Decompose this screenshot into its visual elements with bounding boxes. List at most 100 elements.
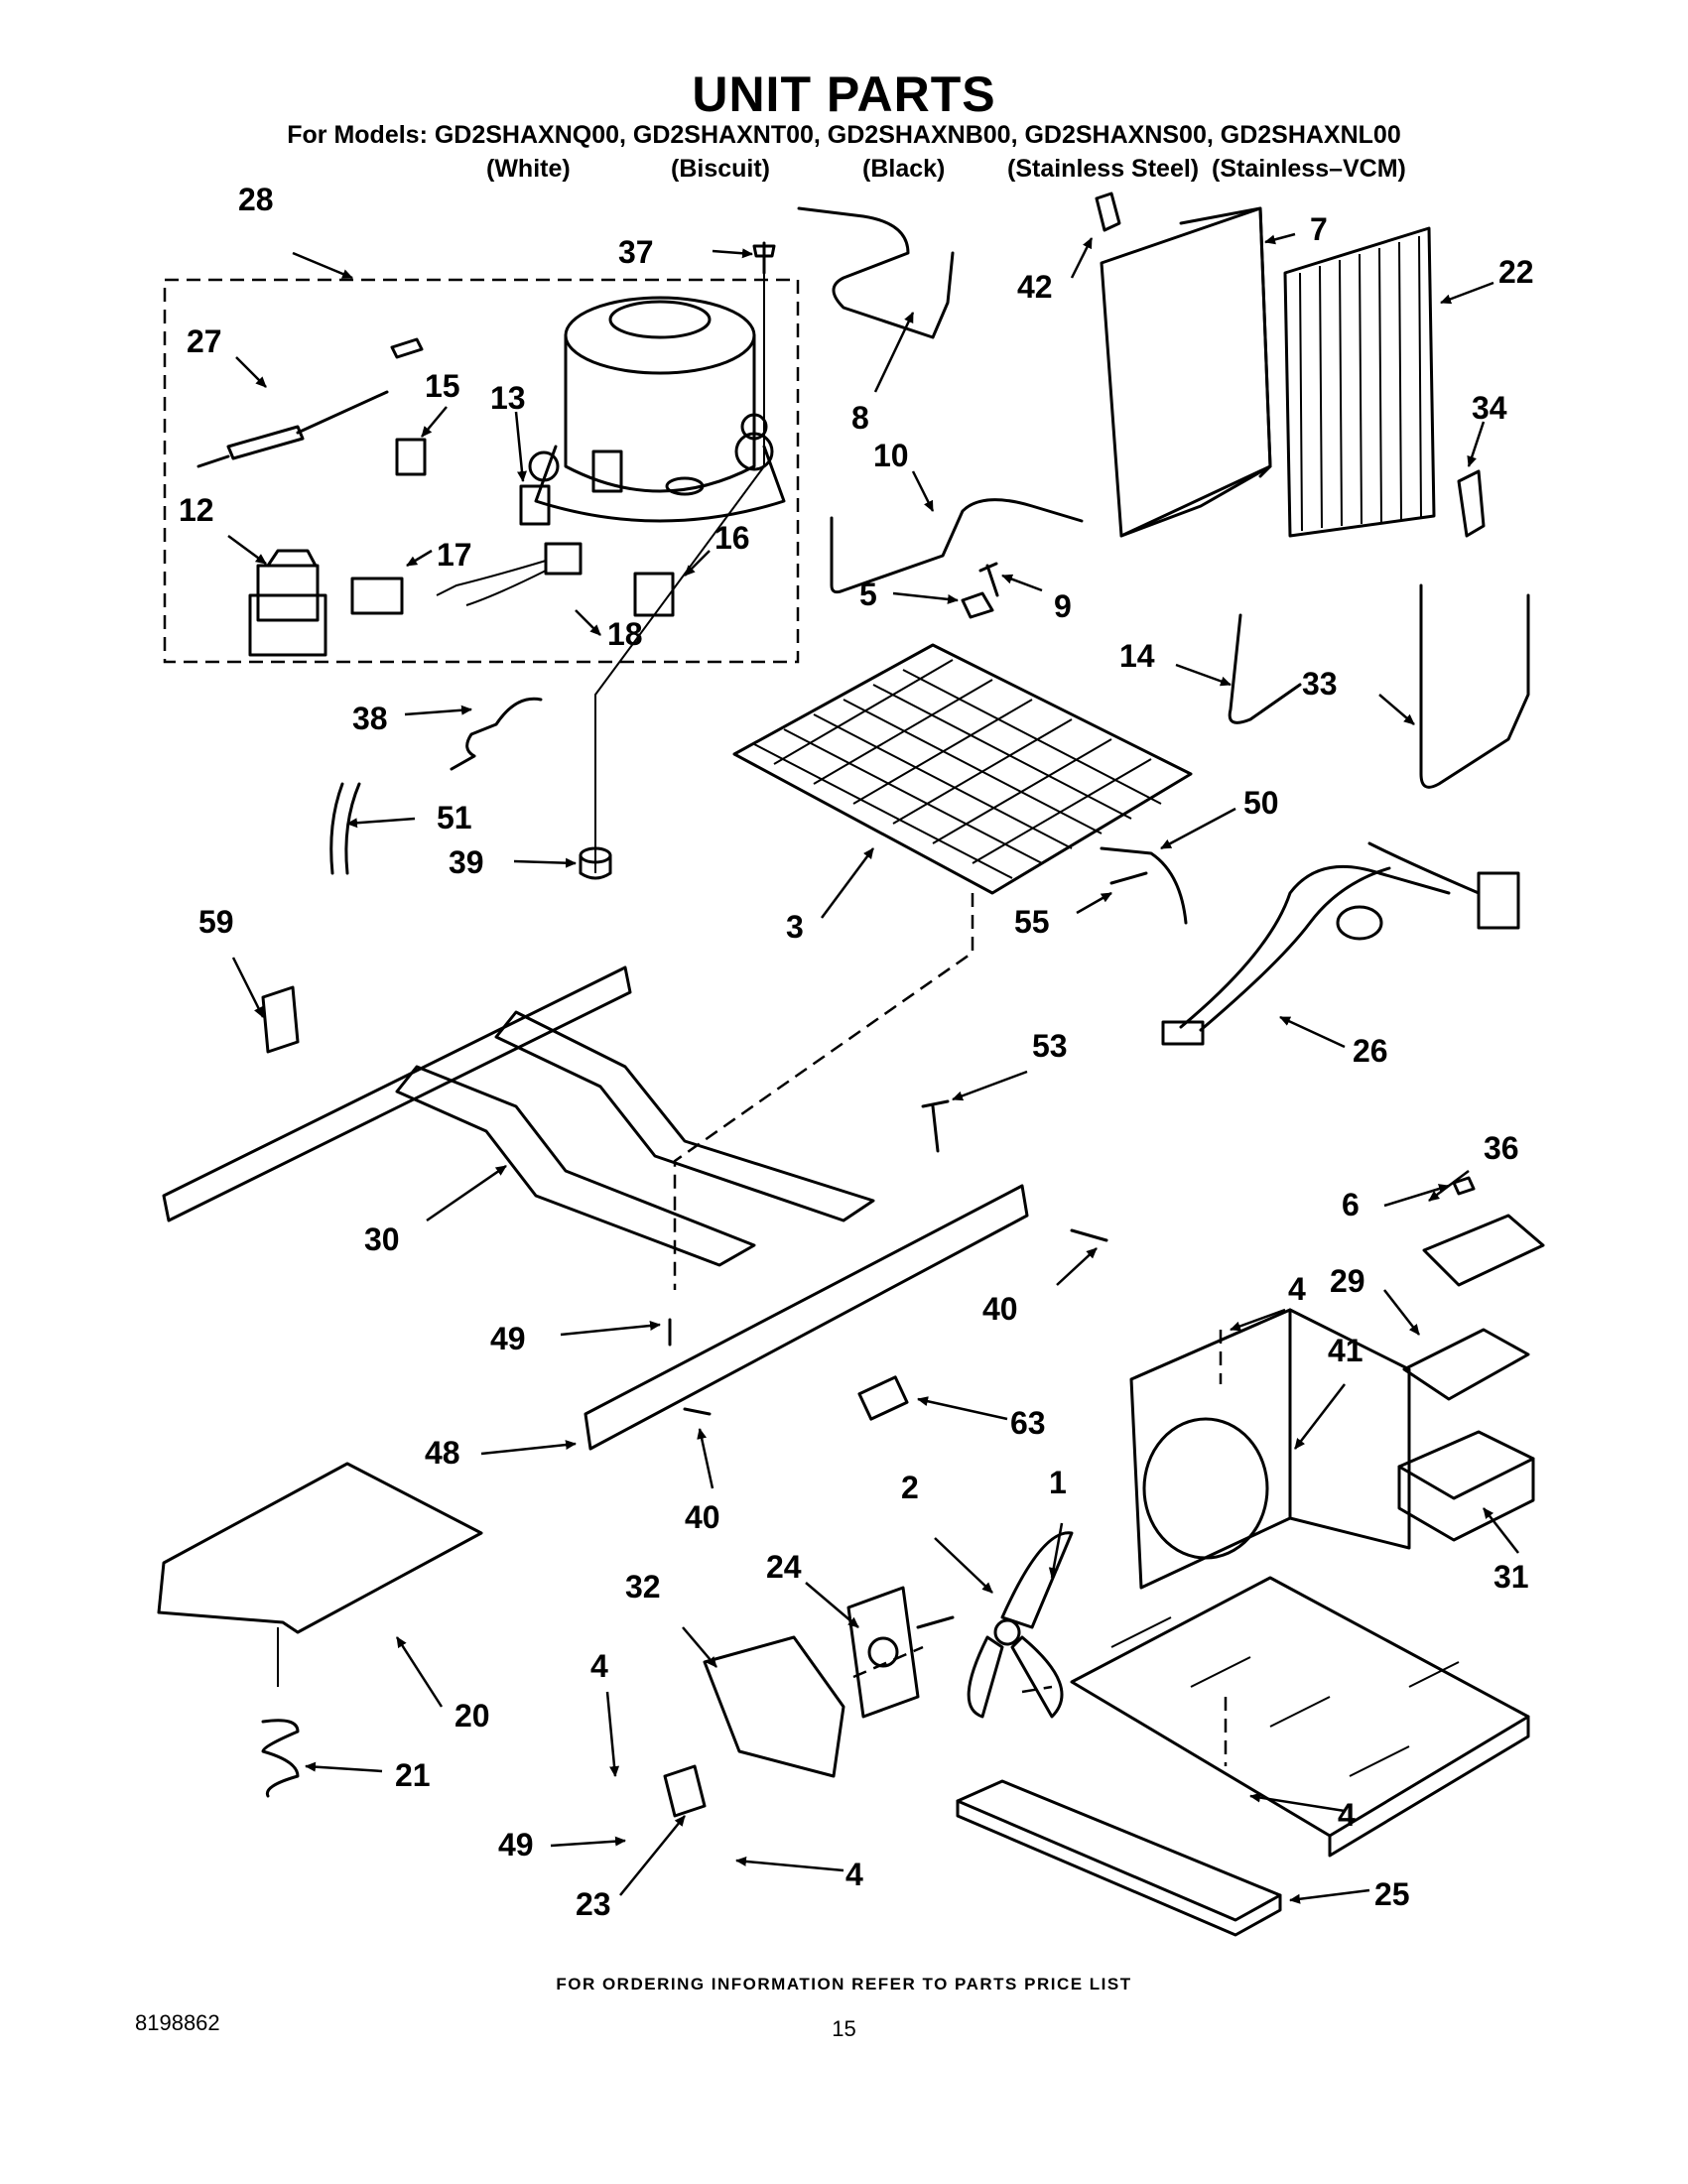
callout-31: 31 bbox=[1493, 1559, 1529, 1595]
rail-48-drawing bbox=[584, 1184, 1029, 1451]
callout-26: 26 bbox=[1353, 1033, 1388, 1069]
callout-4-top: 4 bbox=[1288, 1271, 1306, 1307]
callout-53: 53 bbox=[1032, 1028, 1068, 1064]
callout-6: 6 bbox=[1342, 1187, 1360, 1222]
mount-line-fan bbox=[852, 1645, 1053, 1694]
callout-labels: 28 37 7 42 22 27 15 13 8 10 34 12 17 16 … bbox=[179, 182, 1534, 1922]
callout-59: 59 bbox=[198, 904, 234, 940]
clip-34-drawing bbox=[1457, 469, 1486, 538]
evaporator-drawing bbox=[732, 643, 1193, 895]
color-label-stainless-steel: (Stainless Steel) bbox=[1007, 155, 1200, 183]
document-number: 8198862 bbox=[135, 2010, 220, 2035]
callout-27: 27 bbox=[187, 323, 222, 359]
bracket-32-drawing bbox=[703, 1635, 845, 1778]
mount-line-evaporator bbox=[673, 893, 974, 1290]
callout-55: 55 bbox=[1014, 904, 1050, 940]
callout-21: 21 bbox=[395, 1757, 431, 1793]
callout-32: 32 bbox=[625, 1569, 661, 1605]
clip-50-drawing bbox=[1100, 846, 1188, 925]
callout-12: 12 bbox=[179, 492, 214, 528]
tube-10-drawing bbox=[830, 498, 1084, 594]
callout-15: 15 bbox=[425, 368, 460, 404]
machine-compartment-base-drawing bbox=[1070, 1308, 1530, 1858]
callout-38: 38 bbox=[352, 701, 388, 736]
callout-41: 41 bbox=[1328, 1333, 1363, 1368]
drier-drawing bbox=[196, 337, 424, 468]
callout-5: 5 bbox=[859, 577, 877, 612]
callout-34: 34 bbox=[1472, 390, 1507, 426]
callout-4-right: 4 bbox=[1338, 1797, 1356, 1833]
compressor-group-box bbox=[163, 278, 800, 664]
callout-63: 63 bbox=[1010, 1405, 1046, 1441]
callout-4-left: 4 bbox=[590, 1648, 608, 1684]
callout-36: 36 bbox=[1484, 1130, 1519, 1166]
callout-8: 8 bbox=[851, 400, 869, 436]
callout-25: 25 bbox=[1374, 1876, 1410, 1912]
control-box-31-drawing bbox=[1397, 1430, 1535, 1542]
page-number: 15 bbox=[832, 2016, 856, 2041]
capacitor-drawing bbox=[350, 577, 404, 615]
callout-7: 7 bbox=[1310, 211, 1328, 247]
screw-37-drawing bbox=[752, 241, 776, 275]
callout-14: 14 bbox=[1119, 638, 1155, 674]
fan-motor-drawing bbox=[846, 1586, 955, 1719]
overload-drawing bbox=[395, 438, 427, 476]
condenser-coil-drawing bbox=[1283, 226, 1436, 538]
callout-30: 30 bbox=[364, 1221, 400, 1257]
cover-drawing bbox=[519, 484, 551, 526]
power-relay-drawing bbox=[633, 572, 675, 617]
condenser-shroud-drawing bbox=[1100, 206, 1272, 538]
model-list: For Models: GD2SHAXNQ00, GD2SHAXNT00, GD… bbox=[287, 121, 1401, 149]
callout-49-upper: 49 bbox=[490, 1321, 526, 1356]
bushing-63-drawing bbox=[857, 1375, 909, 1421]
wire-14-drawing bbox=[1228, 613, 1302, 724]
page-title: UNIT PARTS bbox=[692, 66, 996, 122]
callout-28: 28 bbox=[238, 182, 274, 217]
clip-42-drawing bbox=[1095, 192, 1121, 232]
callout-18: 18 bbox=[607, 616, 643, 652]
callout-22: 22 bbox=[1498, 254, 1534, 290]
clip-59-drawing bbox=[261, 985, 300, 1054]
callout-10: 10 bbox=[873, 438, 909, 473]
ordering-note: FOR ORDERING INFORMATION REFER TO PARTS … bbox=[556, 1975, 1132, 1993]
callout-42: 42 bbox=[1017, 269, 1053, 305]
plate-23-drawing bbox=[663, 1764, 707, 1818]
callout-23: 23 bbox=[576, 1886, 611, 1922]
callout-20: 20 bbox=[454, 1698, 490, 1734]
callout-16: 16 bbox=[714, 520, 750, 556]
rail-assembly-drawing bbox=[162, 965, 875, 1267]
callout-4-lower: 4 bbox=[845, 1857, 863, 1892]
control-board-29-drawing bbox=[1402, 1328, 1530, 1401]
callout-50: 50 bbox=[1243, 785, 1279, 821]
clip-6-drawing bbox=[1452, 1176, 1476, 1196]
callout-33: 33 bbox=[1302, 666, 1338, 702]
hose-51-drawing bbox=[329, 782, 361, 875]
color-label-biscuit: (Biscuit) bbox=[671, 155, 770, 183]
spring-21-drawing bbox=[261, 1719, 300, 1798]
callout-40-upper: 40 bbox=[982, 1291, 1018, 1327]
callout-2: 2 bbox=[901, 1470, 919, 1505]
callout-39: 39 bbox=[449, 844, 484, 880]
screw-40-right-drawing bbox=[1070, 1228, 1108, 1242]
callout-37: 37 bbox=[618, 234, 654, 270]
tray-20-drawing bbox=[157, 1462, 483, 1634]
callout-24: 24 bbox=[766, 1549, 802, 1585]
callout-48: 48 bbox=[425, 1435, 460, 1471]
bracket-5-drawing bbox=[961, 591, 994, 619]
fan-blade-drawing bbox=[967, 1531, 1074, 1719]
relay-drawing bbox=[248, 549, 327, 657]
callout-40-lower: 40 bbox=[685, 1499, 720, 1535]
screw-55-drawing bbox=[1109, 871, 1148, 885]
harness-drawing bbox=[436, 542, 583, 606]
cover-36-drawing bbox=[1422, 1214, 1545, 1287]
screw-9-drawing bbox=[978, 562, 999, 597]
compressor-drawing bbox=[528, 296, 786, 523]
leader-lines bbox=[227, 232, 1519, 1904]
color-label-black: (Black) bbox=[862, 155, 946, 183]
callout-13: 13 bbox=[490, 380, 526, 416]
callout-3: 3 bbox=[786, 909, 804, 945]
callout-49-lower: 49 bbox=[498, 1827, 534, 1863]
callout-17: 17 bbox=[437, 537, 472, 573]
wire-harness-drawing bbox=[1161, 841, 1520, 1046]
